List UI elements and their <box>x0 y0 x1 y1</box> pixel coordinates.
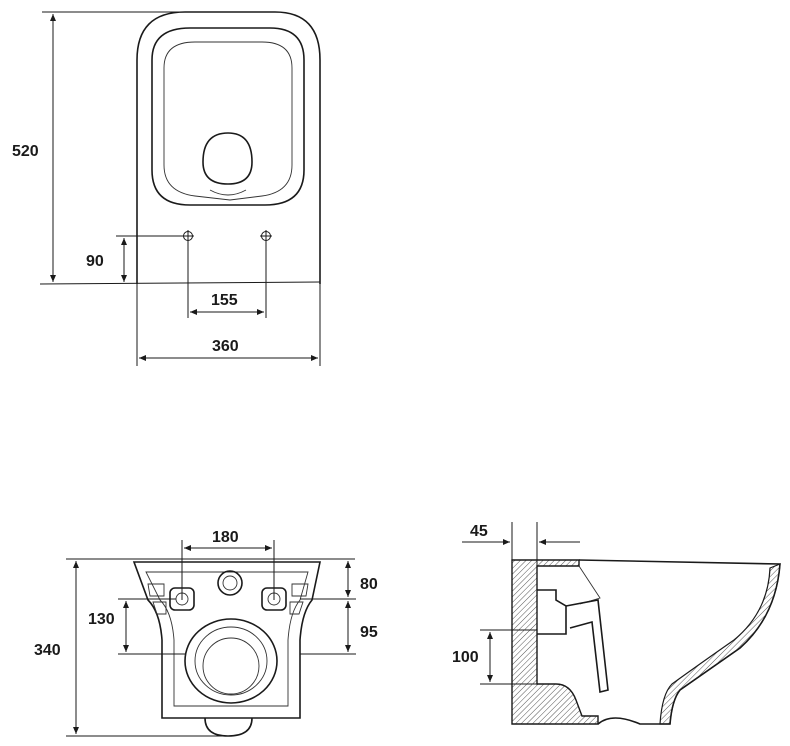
top-view-inner-rim <box>151 27 305 206</box>
front-view-pocket-left-1 <box>147 583 165 597</box>
dim-45-label: 45 <box>470 523 488 540</box>
top-view-outlet-rim <box>209 189 247 196</box>
top-view-outlet <box>202 132 253 185</box>
side-view-flush-channel <box>565 599 609 693</box>
dim-340-label: 340 <box>34 642 61 659</box>
front-view-bowl-inner <box>194 626 268 696</box>
front-view-inlet <box>217 570 243 596</box>
dim-90-label: 90 <box>86 253 104 270</box>
dim-360-label: 360 <box>212 338 239 355</box>
side-view-inlet <box>537 589 567 635</box>
top-view-inner-rim-2 <box>163 41 293 201</box>
dim-520-label: 520 <box>12 143 39 160</box>
dim-155-label: 155 <box>211 292 238 309</box>
top-view-bowl-outline <box>136 11 321 284</box>
dim-80-label: 80 <box>360 576 378 593</box>
dim-130-label: 130 <box>88 611 115 628</box>
front-view-outline <box>132 561 321 719</box>
front-view-pocket-right-1 <box>291 583 309 597</box>
front-view-inlet-inner <box>222 575 238 591</box>
dim-100-label: 100 <box>452 649 479 666</box>
top-view: 520 90 155 360 <box>12 11 321 366</box>
side-view-bowl-outer <box>578 559 781 725</box>
top-view-mounting-hole-left <box>182 230 194 242</box>
dim-95-label: 95 <box>360 624 378 641</box>
side-view-bowl-wall <box>659 563 781 725</box>
top-view-mounting-hole-right <box>260 230 272 242</box>
front-view-pocket-left-2 <box>152 601 167 615</box>
top-view-wall-line <box>39 281 321 285</box>
front-view-pocket-right-2 <box>289 601 304 615</box>
front-view-foot <box>204 717 253 737</box>
front-view-bowl-outer <box>184 618 278 704</box>
front-view-outlet <box>202 637 260 695</box>
dim-180-label: 180 <box>212 529 239 546</box>
front-view: 180 340 130 80 95 <box>34 529 378 737</box>
side-view: 45 100 <box>452 522 781 725</box>
side-view-rim <box>578 565 601 605</box>
side-view-section-hatch <box>511 559 599 725</box>
